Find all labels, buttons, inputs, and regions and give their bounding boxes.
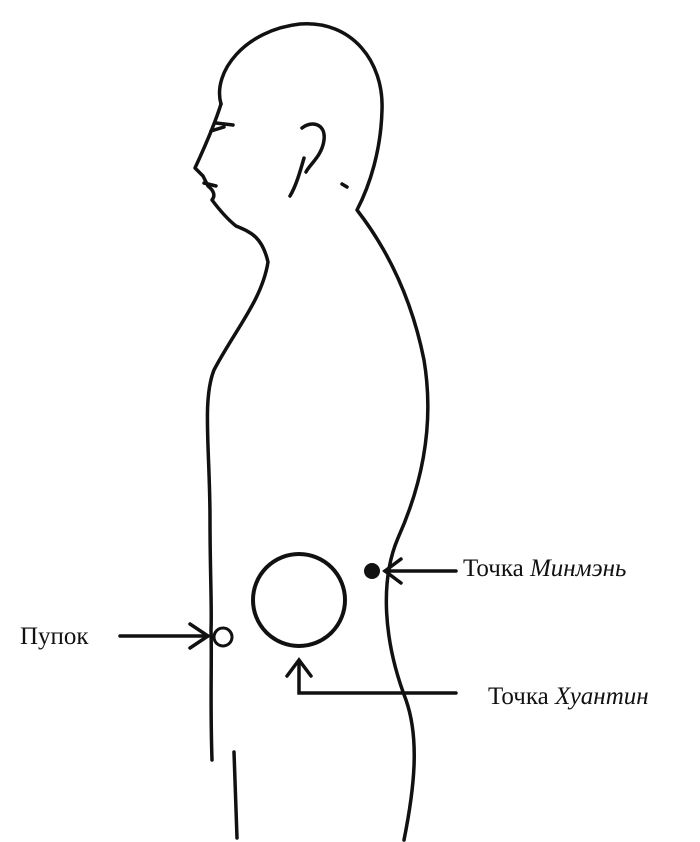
- huangting-label-name: Хуантин: [554, 683, 649, 710]
- head-tick: [340, 182, 349, 189]
- front-leg-line: [232, 750, 239, 840]
- navel-label-text: Пупок: [20, 623, 89, 650]
- huangting-circle: [251, 552, 347, 648]
- navel-label: Пупок: [20, 624, 89, 649]
- mingmen-arrow: [382, 557, 458, 585]
- mingmen-label: Точка Минмэнь: [463, 556, 626, 581]
- mouth: [202, 181, 218, 188]
- huangting-label-prefix: Точка: [488, 683, 549, 710]
- huangting-arrow: [285, 657, 458, 695]
- eye: [209, 121, 235, 133]
- ear: [288, 122, 326, 198]
- mingmen-label-name: Минмэнь: [529, 555, 627, 582]
- mingmen-label-prefix: Точка: [463, 555, 524, 582]
- navel-marker: [212, 626, 234, 648]
- huangting-label: Точка Хуантин: [488, 684, 649, 709]
- mingmen-point: [364, 563, 380, 579]
- head-back-outline: [217, 22, 430, 842]
- navel-arrow: [118, 622, 212, 650]
- face-front-outline: [193, 102, 270, 762]
